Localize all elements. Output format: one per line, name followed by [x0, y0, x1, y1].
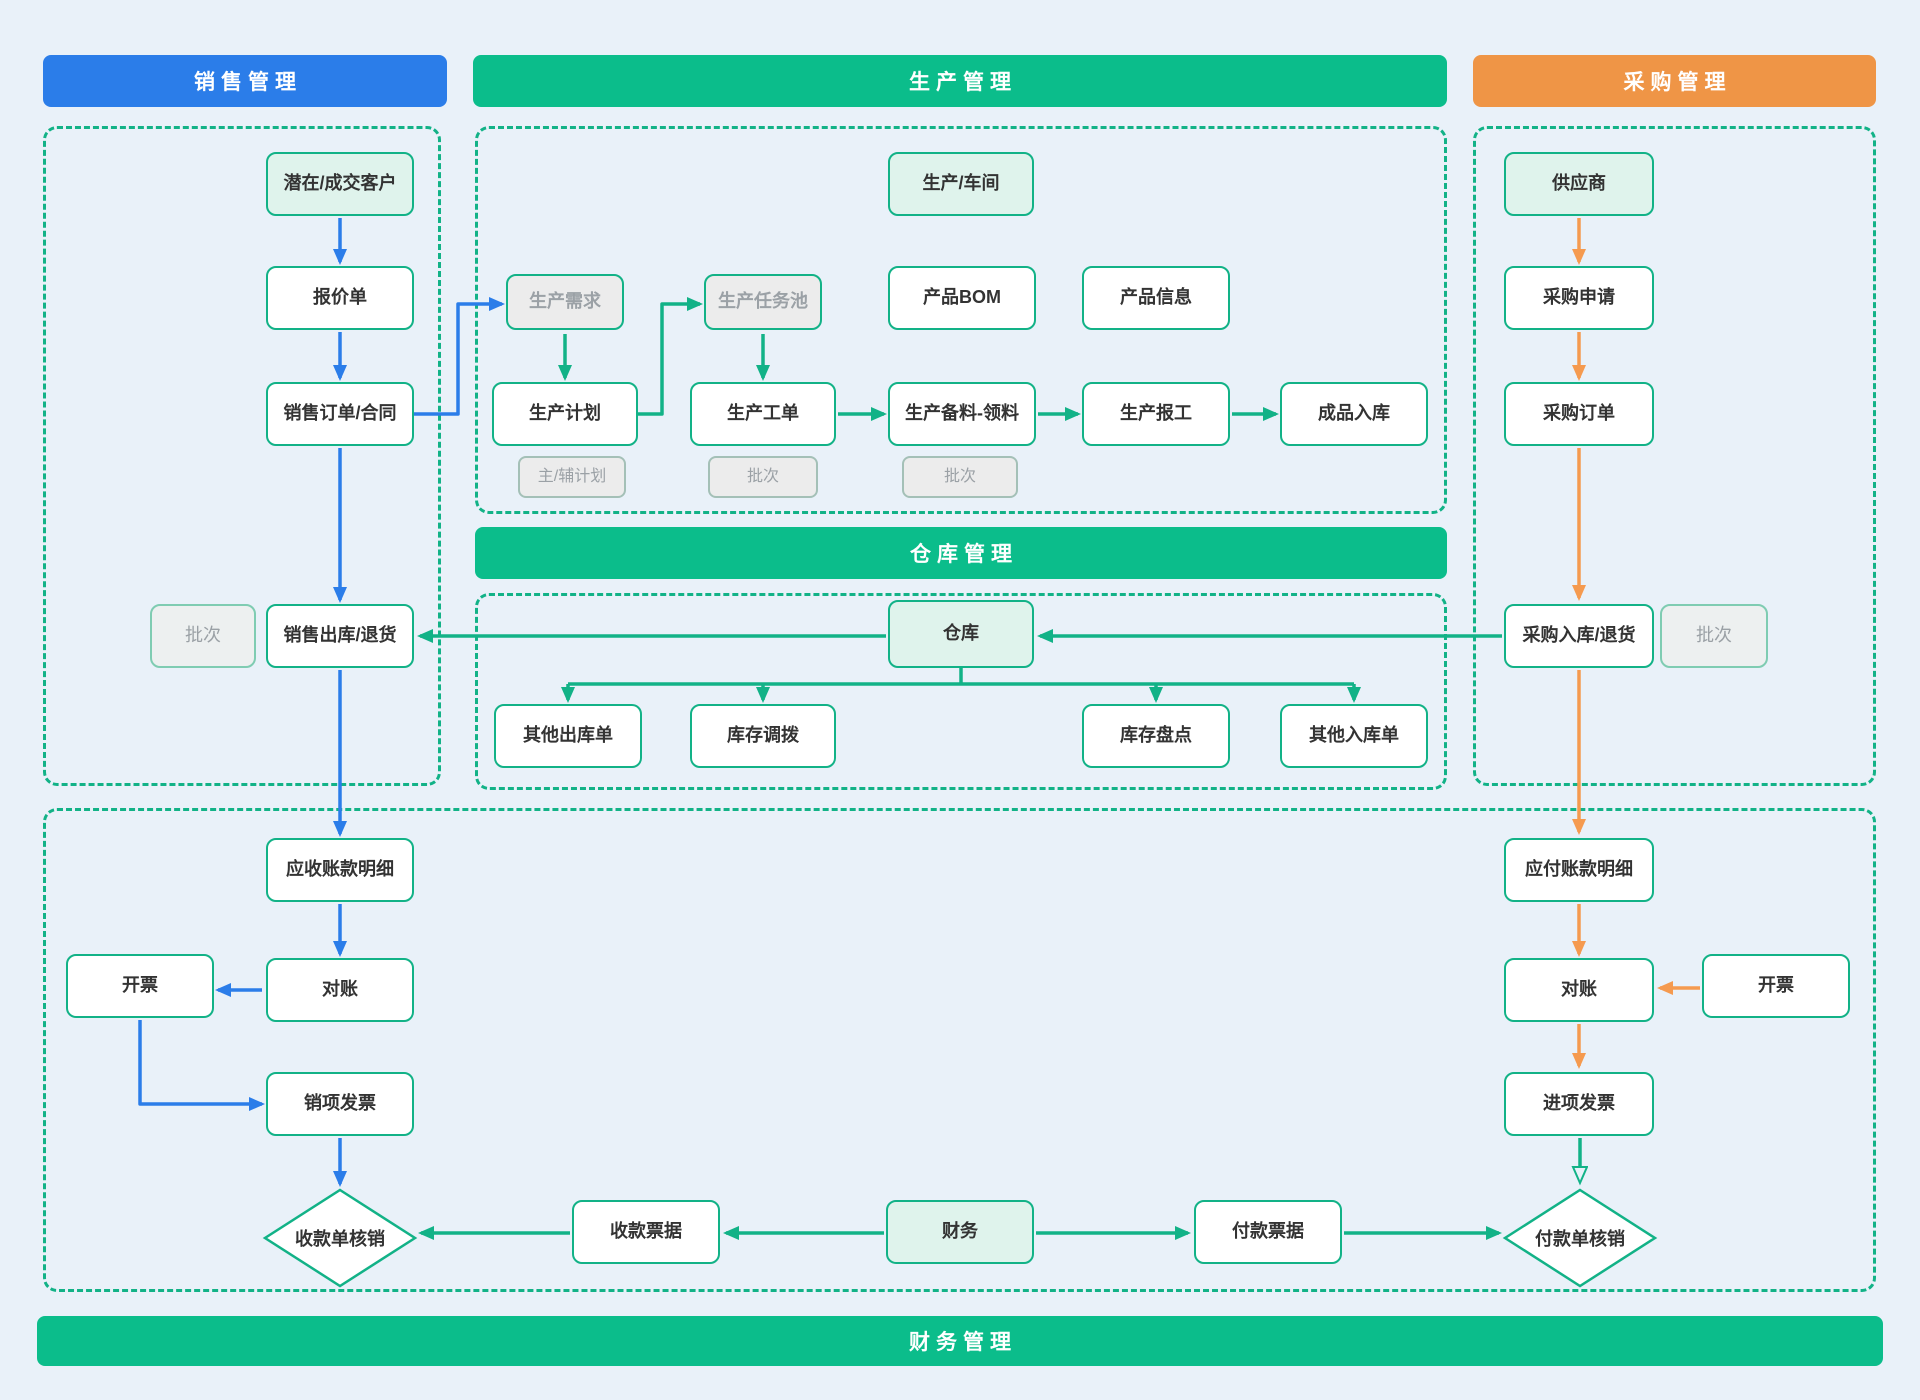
node-payment-writeoff: 付款单核销 — [1535, 1229, 1625, 1249]
node-stock-count: 库存盘点 — [1082, 704, 1230, 768]
finance-region-container — [43, 808, 1876, 1292]
node-production-workshop: 生产/车间 — [888, 152, 1034, 216]
node-product-info: 产品信息 — [1082, 266, 1230, 330]
node-sales-invoice: 销项发票 — [266, 1072, 414, 1136]
sales-section-header: 销售管理 — [43, 55, 447, 107]
node-production-plan: 生产计划 — [492, 382, 638, 446]
node-warehouse: 仓库 — [888, 600, 1034, 668]
production-region-container — [475, 126, 1447, 514]
node-other-inbound: 其他入库单 — [1280, 704, 1428, 768]
sales-region-container — [43, 126, 441, 786]
node-batch-sales: 批次 — [150, 604, 256, 668]
node-product-bom: 产品BOM — [888, 266, 1036, 330]
node-batch-materialprep: 批次 — [902, 456, 1018, 498]
node-production-task-pool: 生产任务池 — [704, 274, 822, 330]
node-purchase-inbound: 采购入库/退货 — [1504, 604, 1654, 668]
node-finance: 财务 — [886, 1200, 1034, 1264]
edge-warehouse-branch-line — [568, 668, 1354, 686]
receipt-writeoff-diamond-shape — [262, 1188, 418, 1288]
node-reconcile-right: 对账 — [1504, 958, 1654, 1022]
node-production-demand: 生产需求 — [506, 274, 624, 330]
production-section-header: 生产管理 — [473, 55, 1447, 107]
edge-salesorder-to-productionneed — [414, 297, 505, 416]
edge-invoice-to-salesinvoice — [138, 1020, 265, 1111]
node-payment-note: 付款票据 — [1194, 1200, 1342, 1264]
node-reconcile-left: 对账 — [266, 958, 414, 1022]
node-main-aux-plan: 主/辅计划 — [518, 456, 626, 498]
warehouse-region-container — [475, 593, 1447, 790]
node-batch-purchase: 批次 — [1660, 604, 1768, 668]
node-production-workorder: 生产工单 — [690, 382, 836, 446]
node-input-invoice: 进项发票 — [1504, 1072, 1654, 1136]
node-batch-workorder: 批次 — [708, 456, 818, 498]
node-potential-customer: 潜在/成交客户 — [266, 152, 414, 216]
node-receipt-writeoff: 收款单核销 — [295, 1229, 385, 1249]
purchase-region-container — [1473, 126, 1876, 786]
node-work-report: 生产报工 — [1082, 382, 1230, 446]
node-purchase-order: 采购订单 — [1504, 382, 1654, 446]
node-stock-transfer: 库存调拨 — [690, 704, 836, 768]
node-quotation: 报价单 — [266, 266, 414, 330]
warehouse-section-band: 仓库管理 — [475, 527, 1447, 579]
node-finished-goods-in: 成品入库 — [1280, 382, 1428, 446]
node-receipt-note: 收款票据 — [572, 1200, 720, 1264]
node-material-prep: 生产备料-领料 — [888, 382, 1036, 446]
finance-section-band: 财务管理 — [37, 1316, 1883, 1366]
node-invoicing-left: 开票 — [66, 954, 214, 1018]
node-sales-order: 销售订单/合同 — [266, 382, 414, 446]
node-sales-outbound: 销售出库/退货 — [266, 604, 414, 668]
node-other-outbound: 其他出库单 — [494, 704, 642, 768]
node-invoicing-right: 开票 — [1702, 954, 1850, 1018]
node-purchase-request: 采购申请 — [1504, 266, 1654, 330]
node-supplier: 供应商 — [1504, 152, 1654, 216]
edge-plan-to-taskpool — [638, 297, 703, 416]
node-receivable-detail: 应收账款明细 — [266, 838, 414, 902]
purchase-section-header: 采购管理 — [1473, 55, 1876, 107]
node-payable-detail: 应付账款明细 — [1504, 838, 1654, 902]
payment-writeoff-diamond-shape — [1502, 1188, 1658, 1288]
